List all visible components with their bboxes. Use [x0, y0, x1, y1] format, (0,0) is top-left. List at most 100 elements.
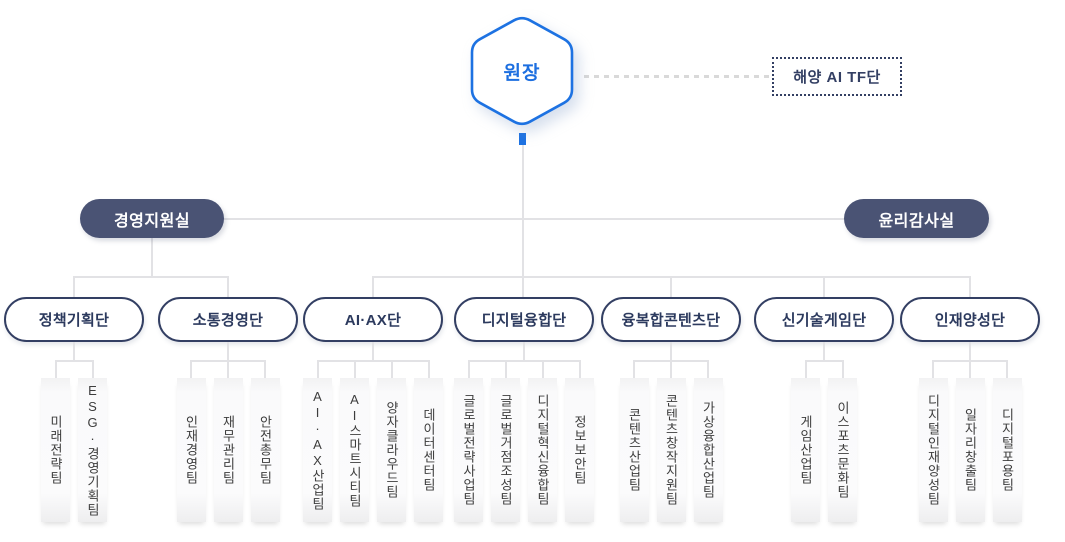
group-convergence-contents: 융복합콘텐츠단 콘텐츠산업팀 콘텐츠창작지원팀 가상융합산업팀: [596, 297, 746, 522]
root-node: 원장: [466, 8, 578, 134]
team-label: 가상융합산업팀: [700, 401, 716, 499]
root-label: 원장: [503, 62, 541, 84]
team-label: 양자클라우드팀: [384, 401, 399, 499]
connector-line: [670, 342, 672, 360]
team-box: 양자클라우드팀: [377, 378, 406, 522]
group-digital-convergence: 디지털융합단 글로벌전략사업팀 글로벌거점조성팀 디지털혁신융합팀 정보보안팀: [449, 297, 599, 522]
group-label: 신기술게임단: [781, 312, 867, 329]
connector-left-office-vertical: [151, 237, 153, 278]
team-label: 콘텐츠산업팀: [626, 408, 642, 492]
team-box: AI·AX산업팀: [303, 378, 332, 522]
team-label: 게임산업팀: [798, 415, 813, 485]
team-label: 안전총무팀: [257, 415, 273, 485]
group-label: AI·AX단: [344, 312, 402, 329]
connector-stub: [73, 276, 75, 298]
team-label: AI스마트시티팀: [347, 392, 362, 508]
connector-line: [969, 342, 971, 360]
team-label: AI·AX산업팀: [310, 389, 325, 511]
connector-line: [932, 362, 1008, 378]
team-box: 정보보안팀: [565, 378, 594, 522]
team-label: ESG·경영기획팀: [85, 383, 100, 517]
connector-center-vertical: [522, 145, 524, 298]
team-box: 데이터센터팀: [414, 378, 443, 522]
connector-line: [467, 360, 581, 362]
connector-stub: [823, 276, 825, 298]
group-oval: 정책기획단: [4, 297, 144, 342]
group-label: 융복합콘텐츠단: [621, 312, 721, 329]
connector-line: [633, 362, 709, 378]
team-box: 콘텐츠창작지원팀: [656, 378, 686, 522]
group-oval: 디지털융합단: [454, 297, 594, 342]
connector-line: [54, 362, 94, 378]
connector-line: [823, 342, 825, 360]
connector-line: [190, 360, 266, 362]
connector-line: [523, 342, 525, 360]
connector-line: [54, 360, 94, 362]
connector-line: [227, 342, 229, 360]
group-oval: 융복합콘텐츠단: [601, 297, 741, 342]
team-box: 콘텐츠산업팀: [619, 378, 649, 522]
team-label: 콘텐츠창작지원팀: [663, 394, 679, 506]
team-box: AI스마트시티팀: [340, 378, 369, 522]
connector-line: [190, 362, 266, 378]
team-label: 글로벌거점조성팀: [498, 394, 513, 506]
connector-line: [316, 360, 430, 362]
group-communication-management: 소통경영단 인재경영팀 재무관리팀 안전총무팀: [153, 297, 303, 522]
team-label: 인재경영팀: [183, 415, 199, 485]
connector-line: [467, 362, 581, 378]
team-label: 정보보안팀: [572, 415, 587, 485]
group-label: 디지털융합단: [481, 312, 567, 329]
connector-line: [372, 342, 374, 360]
connector-main-horizontal: [152, 218, 916, 220]
team-label: 이스포츠문화팀: [835, 401, 850, 499]
connector-line: [633, 360, 709, 362]
team-box: 미래전략팀: [41, 378, 70, 522]
hexagon-shape: [470, 16, 574, 126]
group-policy-planning: 정책기획단 미래전략팀 ESG·경영기획팀: [0, 297, 149, 522]
connector-line: [804, 362, 844, 378]
group-oval: 소통경영단: [158, 297, 298, 342]
team-label: 글로벌전략사업팀: [461, 394, 476, 506]
team-label: 디지털혁신융합팀: [535, 394, 550, 506]
team-box: 게임산업팀: [791, 378, 820, 522]
team-label: 일자리창출팀: [962, 408, 978, 492]
team-box: 디지털혁신융합팀: [528, 378, 557, 522]
group-oval: AI·AX단: [303, 297, 443, 342]
connector-line: [804, 360, 844, 362]
team-box: 인재경영팀: [176, 378, 206, 522]
connector-stub: [969, 276, 971, 298]
team-box: ESG·경영기획팀: [78, 378, 107, 522]
team-box: 재무관리팀: [213, 378, 243, 522]
connector-line: [73, 342, 75, 360]
connector-left-branch-horizontal: [73, 276, 229, 278]
team-box: 일자리창출팀: [955, 378, 985, 522]
group-new-tech-game: 신기술게임단 게임산업팀 이스포츠문화팀: [749, 297, 899, 522]
connector-line: [316, 362, 430, 378]
team-label: 디지털인재양성팀: [925, 394, 941, 506]
office-label: 윤리감사실: [878, 212, 955, 230]
group-label: 정책기획단: [38, 312, 110, 329]
team-label: 디지털포용팀: [999, 408, 1015, 492]
group-talent-development: 인재양성단 디지털인재양성팀 일자리창출팀 디지털포용팀: [895, 297, 1045, 522]
connector-line: [932, 360, 1008, 362]
team-label: 미래전략팀: [48, 415, 63, 485]
connector-stub: [372, 276, 374, 298]
tf-unit-label: 해양 AI TF단: [793, 69, 881, 86]
team-box: 가상융합산업팀: [693, 378, 723, 522]
team-box: 안전총무팀: [250, 378, 280, 522]
office-label: 경영지원실: [113, 212, 191, 230]
office-management-support: 경영지원실: [80, 199, 224, 238]
connector-stub: [670, 276, 672, 298]
team-box: 글로벌거점조성팀: [491, 378, 520, 522]
team-box: 디지털인재양성팀: [918, 378, 948, 522]
team-label: 데이터센터팀: [421, 408, 436, 492]
group-label: 소통경영단: [192, 312, 264, 329]
connector-tf-dashed-line: [584, 75, 772, 78]
group-ai-ax: AI·AX단 AI·AX산업팀 AI스마트시티팀 양자클라우드팀 데이터센터팀: [298, 297, 448, 522]
team-label: 재무관리팀: [220, 415, 236, 485]
team-box: 디지털포용팀: [992, 378, 1022, 522]
connector-stub: [227, 276, 229, 298]
group-label: 인재양성단: [934, 312, 1006, 329]
team-box: 이스포츠문화팀: [828, 378, 857, 522]
